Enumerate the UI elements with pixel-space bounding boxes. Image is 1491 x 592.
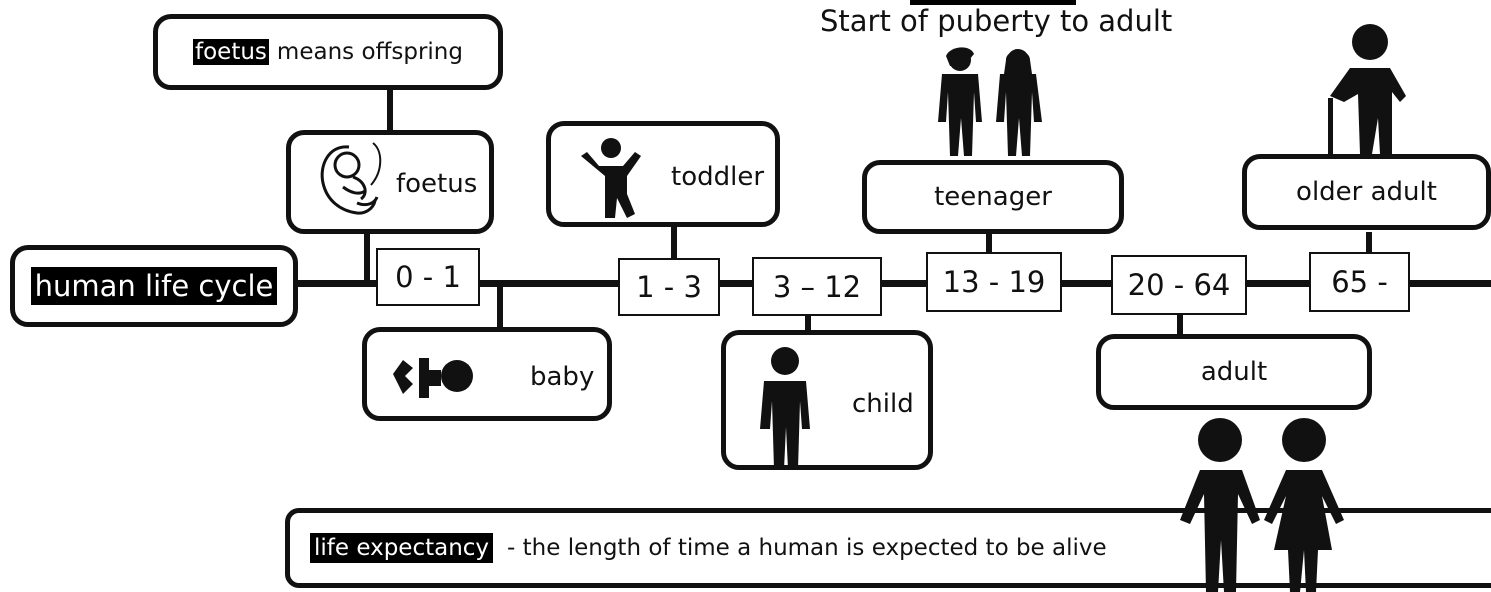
age-20-64: 20 - 64 xyxy=(1111,255,1247,315)
definition-term: life expectancy xyxy=(310,533,494,563)
baby-box: baby xyxy=(362,327,612,421)
older-adult-icon xyxy=(1328,24,1406,154)
baby-icon xyxy=(393,358,473,398)
definition-text: - the length of time a human is expected… xyxy=(507,535,1107,561)
adult-box: adult xyxy=(1096,334,1372,410)
connector xyxy=(986,232,992,254)
age-0-1: 0 - 1 xyxy=(376,248,480,306)
foetus-label: foetus xyxy=(396,169,478,199)
age-65: 65 - xyxy=(1309,252,1410,312)
foetus-icon xyxy=(320,142,382,215)
teenager-label: teenager xyxy=(934,182,1052,212)
connector xyxy=(671,226,677,259)
child-label: child xyxy=(852,389,914,419)
age-1-3: 1 - 3 xyxy=(618,258,720,316)
note-text: means offspring xyxy=(276,39,463,65)
child-box: child xyxy=(721,330,933,470)
teenagers-icon xyxy=(938,47,1042,156)
baby-label: baby xyxy=(530,362,595,392)
teenager-box: teenager xyxy=(862,160,1124,234)
puberty-header-bar xyxy=(910,0,1076,5)
connector xyxy=(805,316,811,334)
connector xyxy=(1177,314,1183,334)
foetus-box: foetus xyxy=(286,130,494,234)
adult-label: adult xyxy=(1200,357,1268,387)
age-3-12: 3 – 12 xyxy=(752,257,882,316)
foetus-note-box: foetus means offspring xyxy=(153,14,503,90)
older-adult-box: older adult xyxy=(1242,154,1491,230)
older-adult-label: older adult xyxy=(1296,177,1437,207)
diagram-title: human life cycle xyxy=(30,267,278,305)
adults-icon xyxy=(1180,418,1344,592)
note-highlight: foetus xyxy=(193,39,269,65)
connector xyxy=(387,87,393,133)
puberty-caption: Start of puberty to adult xyxy=(820,4,1173,38)
child-icon xyxy=(760,347,810,469)
toddler-icon xyxy=(581,138,641,218)
connector xyxy=(497,284,503,328)
age-13-19: 13 - 19 xyxy=(926,252,1062,312)
title-box: human life cycle xyxy=(10,245,298,327)
timeline-line xyxy=(290,280,1491,287)
connector xyxy=(364,232,370,282)
connector xyxy=(1366,232,1372,254)
toddler-box: toddler xyxy=(546,121,780,227)
toddler-label: toddler xyxy=(671,162,765,192)
